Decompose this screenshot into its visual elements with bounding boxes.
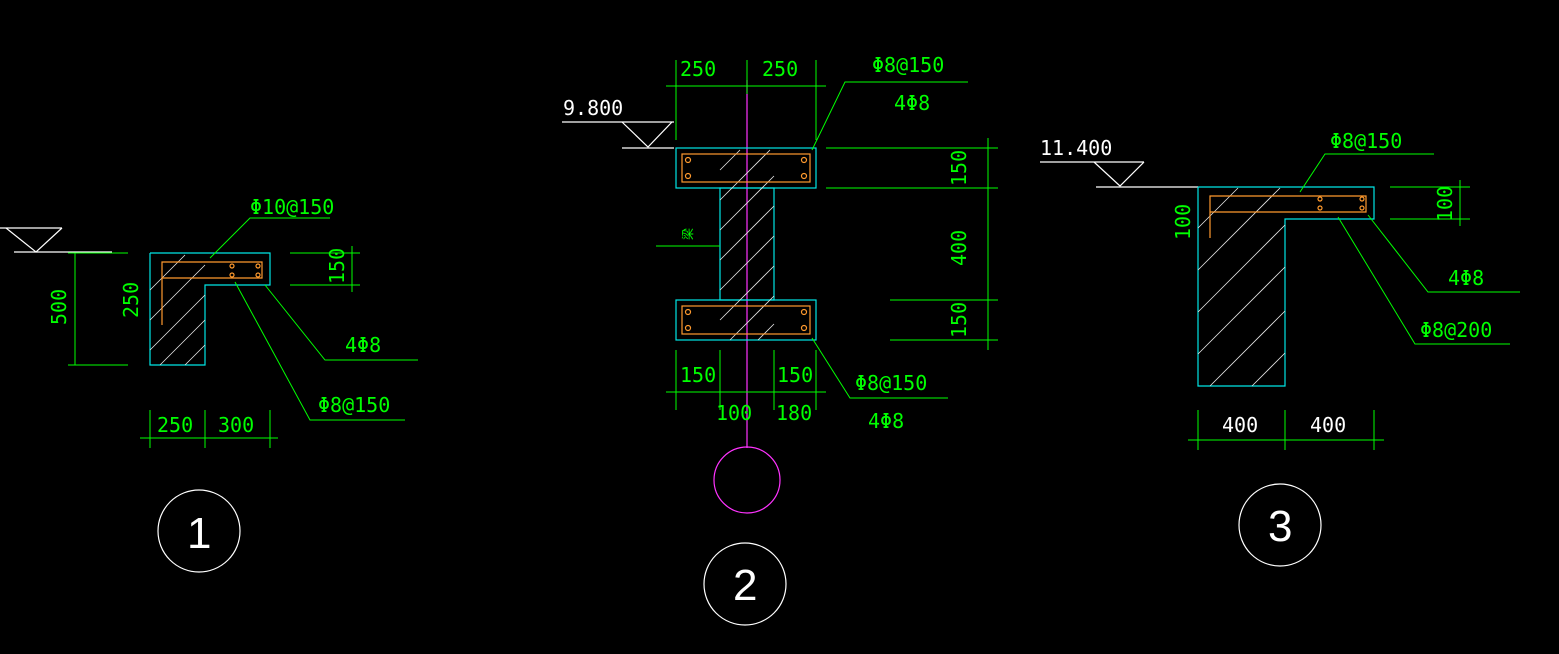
s1-dim-300: 300 (218, 413, 254, 437)
section-1-label: 1 (187, 509, 211, 558)
section-2-label-circle (703, 542, 787, 626)
s2-dim-bot-d: 180 (776, 401, 812, 425)
s2-rebar-bot-long: 4Φ8 (868, 409, 904, 433)
s2-dim-h1: 150 (947, 150, 971, 186)
s3-dim-400-a: 400 (1222, 413, 1258, 437)
s3-rebar-top: Φ8@150 (1330, 129, 1402, 153)
elevation-marker-2 (562, 121, 674, 149)
section-1-label-circle (157, 489, 241, 573)
s1-dim-250-vert: 250 (119, 282, 143, 318)
s3-rebar-stirrup: Φ8@200 (1420, 318, 1492, 342)
s1-rebar-stirrup: Φ8@150 (318, 393, 390, 417)
s3-dim-400-b: 400 (1310, 413, 1346, 437)
s2-axis-bubble (713, 446, 781, 514)
section-3-outline (1197, 186, 1375, 387)
section-3-label: 3 (1268, 502, 1292, 551)
s2-elevation: 9.800 (563, 96, 623, 120)
elevation-marker-1 (0, 227, 112, 253)
s3-rebar-long: 4Φ8 (1448, 266, 1484, 290)
section-3-dims (1188, 153, 1520, 450)
section-1-dims (68, 217, 418, 448)
section-1-rebar (161, 261, 263, 325)
section-2-outline (675, 147, 817, 341)
section-2: 9.800 (562, 53, 998, 626)
elevation-marker-3 (1040, 161, 1198, 188)
s2-rebar-bot-stirrup: Φ8@150 (855, 371, 927, 395)
section-1-hatch (149, 254, 206, 366)
s2-rebar-top-long: 4Φ8 (894, 91, 930, 115)
s3-dim-left: 100 (1171, 204, 1195, 240)
s1-dim-250: 250 (157, 413, 193, 437)
section-2-label: 2 (733, 561, 757, 610)
s1-dim-500: 500 (47, 289, 71, 325)
section-2-hatch (719, 149, 775, 341)
section-3-label-circle (1238, 483, 1322, 567)
s2-dim-bot-c: 100 (716, 401, 752, 425)
s1-rebar-long: 4Φ8 (345, 333, 381, 357)
section-3-hatch (1197, 187, 1286, 387)
s2-dim-bot-b: 150 (777, 363, 813, 387)
s2-dim-bot-a: 150 (680, 363, 716, 387)
s2-dim-top-a: 250 (680, 57, 716, 81)
s2-dim-h2: 400 (947, 230, 971, 266)
s3-elevation: 11.400 (1040, 136, 1112, 160)
s2-dim-top-b: 250 (762, 57, 798, 81)
s2-side-note: 梁 (680, 228, 695, 240)
s2-dim-h3: 150 (947, 302, 971, 338)
section-3: 11.400 (1040, 129, 1520, 567)
section-1-outline (149, 252, 271, 366)
s1-rebar-top: Φ10@150 (250, 195, 334, 219)
section-2-rebar (681, 153, 811, 335)
s2-rebar-top-stirrup: Φ8@150 (872, 53, 944, 77)
s1-dim-150: 150 (325, 248, 349, 284)
section-1: 500 250 150 250 300 Φ10@150 4Φ8 Φ8@150 1 (0, 195, 418, 573)
section-3-rebar (1209, 195, 1367, 238)
section-2-dims (656, 60, 998, 410)
s3-dim-slab: 100 (1433, 186, 1457, 222)
